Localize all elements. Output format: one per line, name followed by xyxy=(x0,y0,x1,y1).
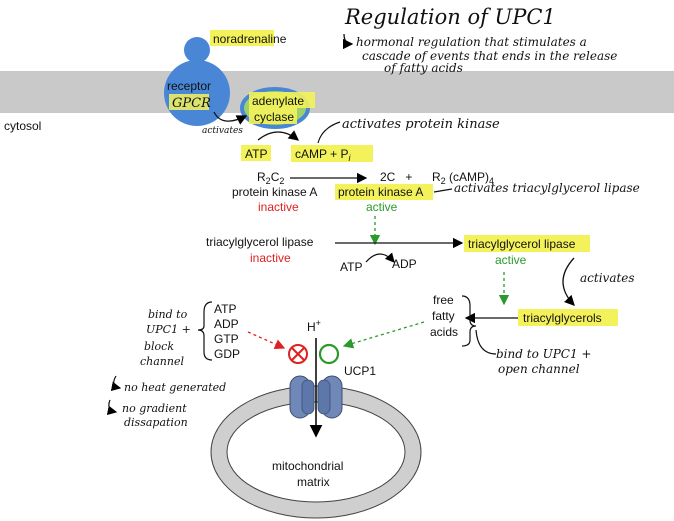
nucleotide-brace xyxy=(197,301,213,361)
lipase-active-label: active xyxy=(495,253,527,267)
handwritten-bind-block-2: UPC1 + xyxy=(146,323,191,336)
handwritten-no-gradient-1: no gradient xyxy=(122,402,187,415)
acids-label: acids xyxy=(430,325,458,339)
matrix-label-1: mitochondrial xyxy=(272,459,343,473)
handwritten-no-heat: no heat generated xyxy=(124,381,226,394)
receptor-gpcr xyxy=(164,60,230,126)
pka-inactive-label: inactive xyxy=(258,200,299,214)
blocked-channel-icon xyxy=(288,344,308,364)
lipase-right-label: triacylglycerol lipase xyxy=(468,237,576,251)
nucleotide-adp: ADP xyxy=(214,317,239,331)
r2c2-label: R2C2 xyxy=(257,170,284,186)
adenylate-label-1: adenylate xyxy=(252,94,304,108)
matrix-label-2: matrix xyxy=(297,475,330,489)
handwritten-subtitle-1: hormonal regulation that stimulates a xyxy=(356,35,587,49)
handwritten-no-gradient-2: dissapation xyxy=(124,416,188,429)
activates-arrow-small xyxy=(213,111,248,125)
handwritten-title: Regulation of UPC1 xyxy=(344,5,556,29)
handwritten-bind-open-1: bind to UPC1 + xyxy=(496,347,591,361)
handwritten-activates-pk: activates protein kinase xyxy=(342,117,500,132)
adenylate-highlight-2 xyxy=(249,108,297,124)
cyclase-reaction-arc xyxy=(257,130,300,141)
noradrenaline-label: noradrenaline xyxy=(213,32,287,46)
handwritten-subtitle-3: of fatty acids xyxy=(384,61,463,75)
handwritten-activates-small: activates xyxy=(202,126,243,136)
adenylate-highlight-1 xyxy=(249,92,315,108)
ucp1-channel xyxy=(289,375,343,419)
atp-label: ATP xyxy=(245,147,267,161)
ucp1-label: UCP1 xyxy=(344,364,376,378)
camp-highlight xyxy=(291,145,373,162)
r2-camp4-label: R2 (cAMP)4 xyxy=(432,170,494,186)
atp-highlight xyxy=(241,145,271,161)
activates-tag-line xyxy=(433,188,453,193)
handwritten-activates-tag: activates triacylglycerol lipase xyxy=(454,181,640,195)
nucleotides-to-ucp1-dashed xyxy=(247,331,286,350)
noradrenaline-molecule xyxy=(184,37,210,63)
activates-pk-hook xyxy=(317,121,341,144)
activates-right-arrow xyxy=(562,257,575,306)
no-gradient-arrow xyxy=(106,399,118,416)
fatty-label: fatty xyxy=(432,309,455,323)
noradrenaline-highlight xyxy=(210,30,274,46)
receptor-label: receptor xyxy=(167,79,211,93)
camp-label: cAMP + Pi xyxy=(295,147,351,163)
lipase-right-highlight xyxy=(464,235,590,252)
handwritten-bind-block-4: channel xyxy=(140,355,184,368)
two-c-plus: 2C + xyxy=(380,170,412,184)
pka-left-label: protein kinase A xyxy=(232,185,317,199)
cytosol-label: cytosol xyxy=(4,119,41,133)
lipase-inactive-label: inactive xyxy=(250,251,291,265)
pka-right-highlight xyxy=(335,184,433,200)
lipase-left-label: triacylglycerol lipase xyxy=(206,235,314,249)
pka-active-label: active xyxy=(366,200,398,214)
ffa-brace xyxy=(461,295,477,347)
lipase-adp-label: ADP xyxy=(392,257,417,271)
lipase-atp-label: ATP xyxy=(340,260,362,274)
triacylglycerols-highlight xyxy=(518,309,618,326)
handwritten-bind-block-3: block xyxy=(144,340,174,353)
ffa-to-ucp1-dashed xyxy=(342,321,425,349)
gpcr-label: GPCR xyxy=(172,96,211,111)
atp-adp-arc xyxy=(365,252,395,263)
no-heat-arrow xyxy=(110,375,122,392)
title-bullet-arrow xyxy=(342,33,354,50)
free-label: free xyxy=(433,293,454,307)
plasma-membrane xyxy=(0,71,674,113)
handwritten-bind-open-2: open channel xyxy=(498,362,580,376)
gpcr-highlight xyxy=(169,94,209,110)
bind-open-arrow xyxy=(475,329,497,355)
pka-right-label: protein kinase A xyxy=(338,185,423,199)
h-plus-label: H+ xyxy=(307,318,321,334)
handwritten-bind-block-1: bind to xyxy=(148,308,188,321)
triacylglycerols-label: triacylglycerols xyxy=(523,311,602,325)
handwritten-activates-right: activates xyxy=(580,271,635,285)
adenylate-label-2: cyclase xyxy=(254,110,294,124)
nucleotide-atp: ATP xyxy=(214,302,236,316)
open-channel-icon xyxy=(318,343,340,365)
handwritten-subtitle-2: cascade of events that ends in the relea… xyxy=(362,49,617,63)
nucleotide-gtp: GTP xyxy=(214,332,239,346)
nucleotide-gdp: GDP xyxy=(214,347,240,361)
